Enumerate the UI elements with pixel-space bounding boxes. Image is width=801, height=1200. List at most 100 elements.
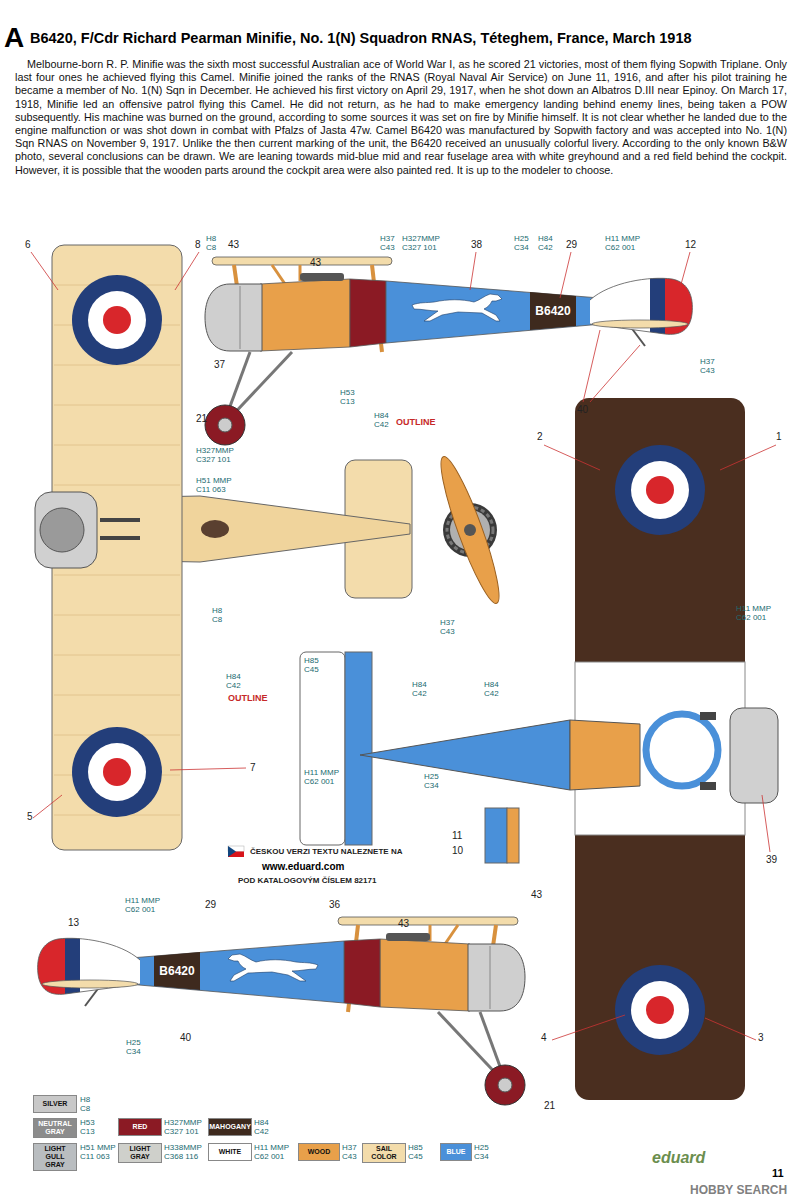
cowling — [35, 492, 97, 568]
leader-line — [175, 252, 199, 290]
description: Melbourne-born R. P. Minifie was the six… — [15, 58, 787, 177]
title: B6420, F/Cdr Richard Pearman Minifie, No… — [30, 30, 692, 46]
propeller — [432, 453, 508, 608]
tailplane-white — [300, 652, 345, 845]
leader-line — [590, 345, 640, 402]
paint-code: H11 MMP C62 001 — [304, 768, 346, 786]
roundel — [615, 965, 705, 1055]
roundel — [88, 291, 146, 349]
color-swatch: LIGHT GULL GRAY — [33, 1143, 77, 1171]
cockpit — [201, 520, 229, 538]
legend-text: SILVER — [42, 1099, 69, 1109]
color-swatch: NEUTRAL GRAY — [33, 1118, 77, 1138]
roundel — [72, 275, 162, 365]
legend-text: LIGHT GRAY — [119, 1144, 161, 1162]
left-profile — [35, 917, 525, 1105]
leader-line — [544, 445, 600, 470]
flag-blue — [228, 846, 236, 857]
callout-number: 36 — [329, 900, 340, 910]
legend-text: SAIL COLOR — [363, 1144, 405, 1162]
roundel — [646, 476, 674, 504]
roundel — [88, 743, 146, 801]
paint-code: H37 C43 — [342, 1143, 357, 1161]
fuselage-bottom — [360, 720, 570, 790]
callout-number: 7 — [250, 763, 256, 773]
color-swatch: WOOD — [298, 1143, 340, 1161]
callout-number: 37 — [214, 360, 225, 370]
color-swatch: WHITE — [208, 1143, 252, 1161]
engine — [40, 508, 84, 552]
callout-number: 43 — [398, 919, 409, 929]
roundel — [631, 461, 689, 519]
callout-number: 12 — [685, 240, 696, 250]
paint-code: H37 C43 — [380, 234, 395, 252]
serial-number: B6420 — [535, 305, 570, 317]
gear-mount — [700, 712, 716, 720]
top-view — [35, 245, 412, 850]
cowling — [730, 708, 778, 803]
gear-mount — [700, 782, 716, 790]
callout-number: 43 — [310, 258, 321, 268]
wood-panel — [570, 720, 640, 790]
callout-number: 10 — [452, 846, 463, 856]
paint-code: H85 C45 — [304, 656, 319, 674]
callout-number: 43 — [531, 890, 542, 900]
callout-number: 29 — [566, 240, 577, 250]
leader-line — [170, 768, 246, 770]
callout-number: 40 — [577, 405, 588, 415]
paint-code: H85 C45 — [408, 1143, 423, 1161]
paint-code: H8 C8 — [206, 234, 216, 252]
legend-text: MAHOGANY — [208, 1122, 252, 1132]
leader-line — [31, 252, 58, 290]
gun — [100, 518, 140, 522]
roundel — [72, 727, 162, 817]
color-swatch: SILVER — [33, 1095, 77, 1113]
profile-letter: A — [4, 24, 24, 52]
callout-number: 1 — [776, 432, 782, 442]
roundel — [615, 445, 705, 535]
legend-text: RED — [132, 1122, 149, 1132]
paint-code: H11 MMP C62 001 — [254, 1143, 296, 1161]
callout-number: 21 — [544, 1101, 555, 1111]
czech-note: ČESKOU VERZI TEXTU NALEZNETE NA — [250, 848, 402, 856]
leader-line — [470, 252, 476, 290]
paint-code: H25 C34 — [474, 1143, 489, 1161]
roundel — [646, 996, 674, 1024]
paint-code: H25 C34 — [424, 772, 439, 790]
callout-number: 39 — [766, 855, 777, 865]
paint-code: H37 C43 — [440, 618, 455, 636]
callout-number: 4 — [541, 1033, 547, 1043]
callout-number: 8 — [195, 240, 201, 250]
brand-logo: eduard — [652, 1150, 705, 1166]
front-view — [432, 453, 508, 608]
color-swatch: LIGHT GRAY — [118, 1143, 162, 1163]
roundel — [631, 981, 689, 1039]
blue-ring — [646, 714, 718, 786]
paint-code: H11 MMP C62 001 — [605, 234, 647, 252]
legend-text: BLUE — [445, 1147, 466, 1157]
legend-text: NEUTRAL GRAY — [34, 1119, 76, 1137]
color-swatch: MAHOGANY — [208, 1118, 252, 1136]
paint-code: H84 C42 — [374, 411, 389, 429]
leader-line — [705, 1018, 756, 1040]
bottom-view — [300, 398, 778, 1100]
paint-code: H25 C34 — [126, 1038, 141, 1056]
callout-number: 5 — [27, 812, 33, 822]
detail-panel — [485, 808, 507, 863]
roundel — [103, 758, 131, 786]
leader-line — [762, 795, 770, 852]
callout-number: 29 — [205, 900, 216, 910]
leader-line — [680, 252, 690, 288]
paint-code: H51 MMP C11 063 — [196, 476, 238, 494]
paint-code: H84 C42 — [226, 672, 241, 690]
callout-number: 38 — [471, 240, 482, 250]
color-swatch: BLUE — [440, 1143, 472, 1161]
callout-number: 6 — [25, 240, 31, 250]
paint-code: H53 C13 — [340, 388, 355, 406]
paint-code: H11 MMP C62 001 — [125, 896, 167, 914]
callout-number: 13 — [68, 918, 79, 928]
callout-number: 2 — [537, 432, 543, 442]
page-number: 11 — [772, 1168, 784, 1179]
paint-code: H338MMP C368 116 — [164, 1143, 206, 1161]
